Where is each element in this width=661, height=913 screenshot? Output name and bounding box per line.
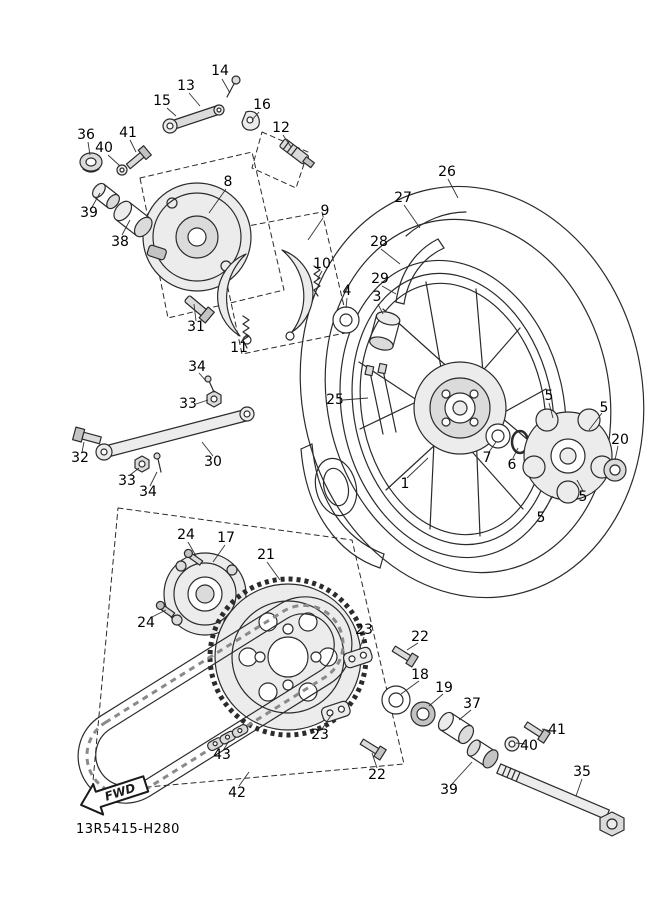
callout-5: 5 xyxy=(578,489,588,505)
callout-41: 41 xyxy=(548,722,566,738)
callout-39: 39 xyxy=(440,782,458,798)
hub xyxy=(413,361,507,455)
callout-41: 41 xyxy=(119,125,137,141)
part-37-collar xyxy=(437,711,475,745)
callout-34: 34 xyxy=(139,484,157,500)
part-22-bolt-top xyxy=(391,645,419,668)
part-30-torque-rod xyxy=(95,406,255,461)
callout-20: 20 xyxy=(611,432,629,448)
part-33-nut-top xyxy=(206,390,222,408)
part-23-clip-bottom xyxy=(320,700,351,723)
part-38-bushing xyxy=(113,200,153,238)
part-41-bolt-bottom xyxy=(523,721,551,744)
part-1-rear-wheel xyxy=(299,185,645,599)
callout-22: 22 xyxy=(411,629,429,645)
callout-23: 23 xyxy=(355,622,373,638)
part-13-15-brake-cam-lever xyxy=(162,104,225,134)
part-40-washer-top xyxy=(116,164,128,176)
callout-36: 36 xyxy=(77,127,95,143)
callout-5: 5 xyxy=(544,388,554,404)
part-28-29-rim-band xyxy=(395,211,467,305)
callout-26: 26 xyxy=(438,164,456,180)
part-7-bearing xyxy=(485,423,511,449)
callout-33: 33 xyxy=(179,396,197,412)
fwd-arrow-icon: FWD xyxy=(80,775,150,816)
callout-14: 14 xyxy=(211,63,229,79)
callout-3: 3 xyxy=(372,289,382,305)
callout-22: 22 xyxy=(368,767,386,783)
callout-40: 40 xyxy=(520,738,538,754)
callout-28: 28 xyxy=(370,234,388,250)
callout-23: 23 xyxy=(311,727,329,743)
part-24-stud-top xyxy=(183,548,204,566)
part-24-stud-bottom xyxy=(155,600,176,618)
callout-29: 29 xyxy=(371,271,389,287)
callout-21: 21 xyxy=(257,547,275,563)
callout-6: 6 xyxy=(507,457,517,473)
part-39-adjuster-bottom xyxy=(466,739,499,769)
callout-42: 42 xyxy=(228,785,246,801)
callout-13: 13 xyxy=(177,78,195,94)
part-8-brake-panel xyxy=(142,182,252,292)
part-43-chain-links xyxy=(207,724,249,752)
callout-37: 37 xyxy=(463,696,481,712)
callout-5: 5 xyxy=(599,400,609,416)
part-5-cush-drive xyxy=(522,408,614,504)
callout-33: 33 xyxy=(118,473,136,489)
part-11-spring xyxy=(242,315,250,349)
callout-16: 16 xyxy=(253,97,271,113)
callout-7: 7 xyxy=(482,450,492,466)
part-36-grommet xyxy=(79,152,103,173)
part-32-bolt xyxy=(71,426,102,445)
leader-lines xyxy=(81,78,619,797)
part-42-chain xyxy=(77,596,353,804)
part-21-sprocket xyxy=(207,576,369,738)
callout-19: 19 xyxy=(435,680,453,696)
callout-30: 30 xyxy=(204,454,222,470)
part-31-bolt xyxy=(184,295,215,324)
callout-38: 38 xyxy=(111,234,129,250)
callout-24: 24 xyxy=(137,615,155,631)
callout-1: 1 xyxy=(400,476,410,492)
callout-25: 25 xyxy=(326,392,344,408)
part-34-screw-top xyxy=(204,375,215,393)
part-3-spacer xyxy=(369,311,401,351)
diagram-code: 13R5415-H280 xyxy=(76,822,180,837)
part-25-spoke-detail xyxy=(364,362,397,435)
callout-32: 32 xyxy=(71,450,89,466)
callout-11: 11 xyxy=(230,340,248,356)
part-23-clip-top xyxy=(342,646,373,669)
callout-43: 43 xyxy=(213,747,231,763)
callout-24: 24 xyxy=(177,527,195,543)
callout-8: 8 xyxy=(223,174,233,190)
part-22-bolt-bottom xyxy=(359,738,387,761)
callout-31: 31 xyxy=(187,319,205,335)
part-14-bolt xyxy=(226,75,241,98)
callout-17: 17 xyxy=(217,530,235,546)
callout-9: 9 xyxy=(320,203,330,219)
callout-10: 10 xyxy=(313,256,331,272)
callout-4: 4 xyxy=(342,283,352,299)
part-19-seal xyxy=(410,701,436,727)
fwd-badge: FWD xyxy=(74,766,157,827)
part-12-camshaft-bolt xyxy=(279,138,315,169)
callout-35: 35 xyxy=(573,764,591,780)
callout-27: 27 xyxy=(394,190,412,206)
callout-40: 40 xyxy=(95,140,113,156)
part-40-washer-bottom xyxy=(504,736,520,752)
part-20-spacer xyxy=(603,458,627,482)
part-34-screw-bottom xyxy=(153,452,162,473)
callout-12: 12 xyxy=(272,120,290,136)
callout-5: 5 xyxy=(536,510,546,526)
callout-34: 34 xyxy=(188,359,206,375)
callout-15: 15 xyxy=(153,93,171,109)
callout-18: 18 xyxy=(411,667,429,683)
callout-39: 39 xyxy=(80,205,98,221)
part-35-axle xyxy=(496,763,625,837)
part-41-bolt-top xyxy=(125,145,152,170)
